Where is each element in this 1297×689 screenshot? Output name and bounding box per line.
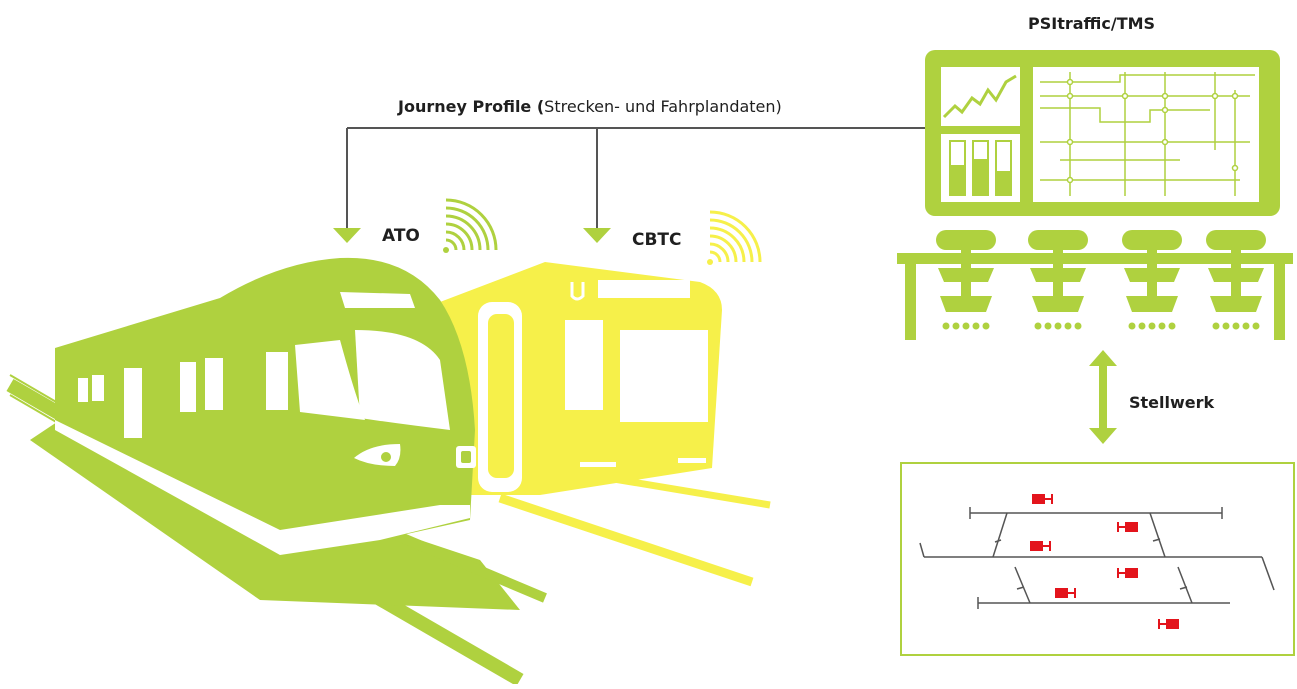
journey-profile-lines: [333, 127, 930, 243]
cbtc-window-left: [565, 320, 603, 410]
cbtc-u-sign: [570, 282, 585, 301]
signal-icon: [1032, 494, 1053, 504]
signal-icon: [1030, 541, 1051, 551]
chair-icon: [936, 230, 996, 330]
signal-icon: [1117, 522, 1138, 532]
switch-2: [1149, 512, 1166, 558]
cbtc-destination-display: [598, 280, 690, 298]
signal-icon: [1055, 588, 1076, 598]
ato-windshield: [355, 330, 450, 430]
ato-window-4: [92, 375, 104, 401]
tms-monitor: [925, 50, 1280, 216]
track-plan: [900, 462, 1295, 656]
chair-icon: [1028, 230, 1088, 330]
ato-window-1: [266, 352, 288, 410]
cbtc-rail-1: [498, 493, 754, 587]
ato-window-3: [180, 362, 196, 412]
interlocking-label: Stellwerk: [1129, 393, 1215, 412]
desk-leg-right: [1274, 264, 1285, 340]
interlocking-link: [1089, 350, 1117, 444]
cbtc-light-right: [678, 458, 706, 463]
ato-train: [6, 257, 547, 687]
ato-label: ATO: [382, 226, 420, 246]
cbtc-window-front: [620, 330, 708, 422]
signal-icon: [1158, 619, 1179, 629]
cbtc-door-inner: [488, 314, 514, 478]
up-arrowhead: [1089, 350, 1117, 366]
network-map-icon: [1040, 72, 1255, 196]
link-shaft: [1099, 364, 1107, 432]
cbtc-train: [440, 262, 771, 587]
track-plan-frame: [900, 462, 1295, 656]
network-panel: [1033, 67, 1259, 202]
control-desk: [897, 253, 1293, 340]
ato-headlight-bulb: [381, 452, 391, 462]
ato-window-5: [78, 378, 88, 402]
journey-profile-rest: Strecken- und Fahrplandaten): [544, 97, 782, 116]
ato-side-light-inner: [461, 451, 471, 463]
journey-profile-bold: Journey Profile (: [398, 97, 545, 116]
chair-icon: [1122, 230, 1182, 330]
switch-3: [1014, 566, 1031, 604]
chart-icon: [942, 74, 1017, 119]
chairs: [936, 230, 1266, 330]
cbtc-light-left: [580, 462, 616, 467]
journey-profile-label: Journey Profile (Strecken- und Fahrpland…: [398, 97, 782, 116]
signal-waves-icon: [443, 198, 498, 253]
tms-title: PSItraffic/TMS: [1028, 14, 1156, 33]
ato-window-2: [205, 358, 223, 410]
desk-leg-left: [905, 264, 916, 340]
switch-4: [1177, 566, 1193, 604]
cbtc-label: CBTC: [632, 230, 682, 250]
signals: [1030, 494, 1179, 629]
signal-waves-icon: [707, 210, 762, 265]
ato-stripe: [55, 420, 470, 555]
ato-roof-window: [340, 292, 415, 308]
signal-icon: [1117, 568, 1138, 578]
bar-gauge-icon: [949, 140, 1012, 196]
desk-top: [897, 253, 1293, 264]
down-arrowhead: [1089, 428, 1117, 444]
ato-door: [124, 368, 142, 438]
chair-icon: [1206, 230, 1266, 330]
cbtc-arrow: [583, 228, 611, 243]
ato-arrow: [333, 228, 361, 243]
switch-1: [992, 512, 1008, 558]
chart-panel: [941, 67, 1020, 126]
ato-cab-window: [295, 340, 365, 420]
